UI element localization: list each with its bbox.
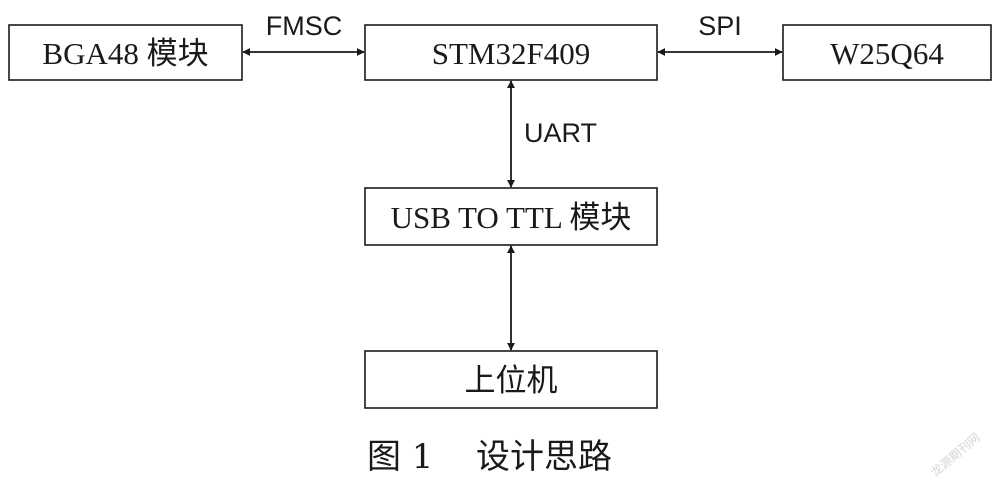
label-spi: SPI	[698, 11, 742, 41]
label-uart: UART	[524, 118, 597, 148]
box-host-computer: 上位机	[364, 350, 658, 409]
box-stm32f409-label: STM32F409	[432, 36, 590, 71]
label-fmsc: FMSC	[266, 11, 343, 41]
watermark-text: 龙源期刊网	[928, 430, 983, 479]
box-usb-to-ttl-module: USB TO TTL 模块	[364, 187, 658, 246]
box-stm32f409: STM32F409	[364, 24, 658, 81]
figure-number: 图 1	[367, 437, 433, 477]
box-bga48-module: BGA48 模块	[8, 24, 243, 81]
box-host-computer-label: 上位机	[465, 363, 558, 398]
box-w25q64-label: W25Q64	[830, 36, 944, 71]
figure-title: 设计思路	[476, 437, 612, 477]
box-w25q64: W25Q64	[782, 24, 992, 81]
box-usb-to-ttl-module-label: USB TO TTL 模块	[391, 200, 632, 235]
box-bga48-module-label: BGA48 模块	[42, 36, 208, 71]
